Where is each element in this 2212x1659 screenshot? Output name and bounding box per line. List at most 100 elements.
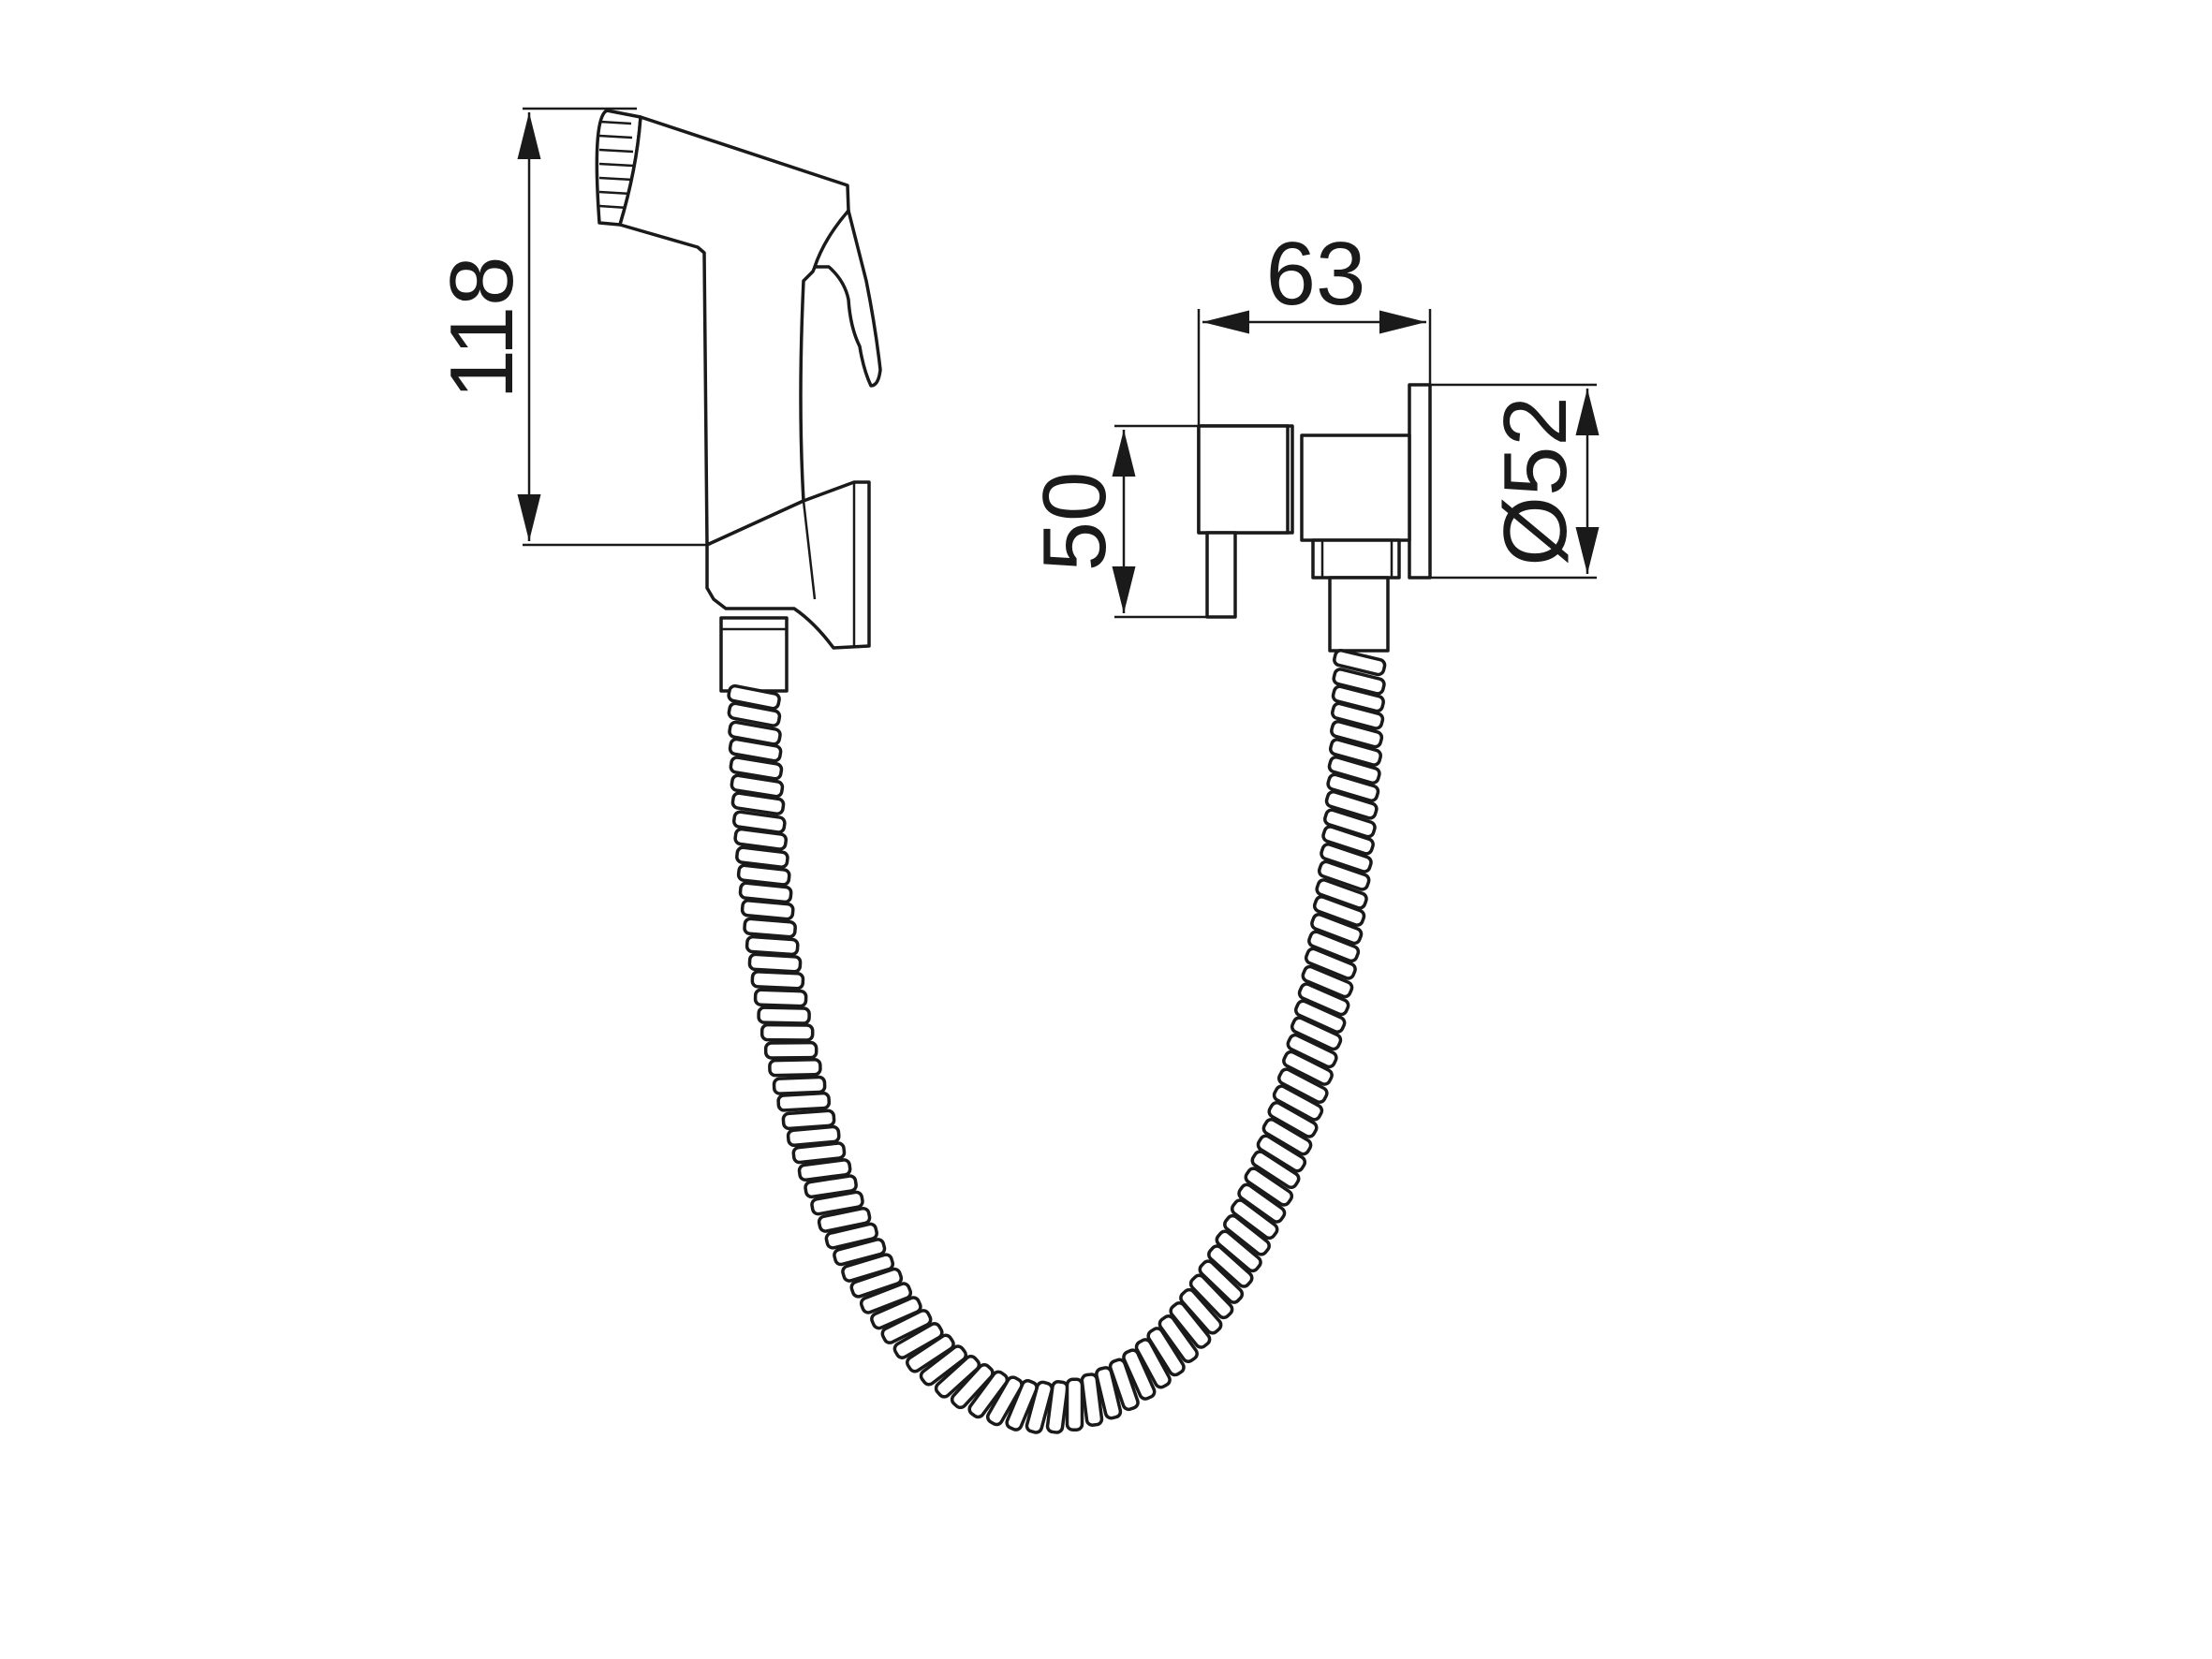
hose-coil-68 <box>1261 1118 1313 1156</box>
hose-coil-23 <box>776 1091 832 1112</box>
hose-coil-11 <box>738 881 793 904</box>
nozzle-ribs <box>598 120 634 210</box>
hose-coil-54 <box>1146 1327 1186 1377</box>
valve-body <box>1300 433 1411 542</box>
hose-coil-81 <box>1312 895 1366 927</box>
hose-coil-56 <box>1169 1301 1212 1349</box>
hose-coil-13 <box>743 917 797 939</box>
hose-coil-65 <box>1244 1167 1294 1207</box>
hose-connector-right <box>1328 576 1390 653</box>
dimension-118: 118 <box>432 107 707 547</box>
hose-coil-46 <box>1025 1380 1054 1434</box>
dimension-label-50: 50 <box>1025 472 1125 572</box>
hose-coil-93 <box>1331 684 1385 713</box>
hose-coil-26 <box>791 1141 847 1165</box>
hose-coil-22 <box>772 1075 827 1095</box>
hose-coil-7 <box>731 810 787 834</box>
hose-coil-40 <box>919 1344 968 1387</box>
hose-coil-33 <box>841 1253 895 1283</box>
dimension-50: 50 <box>1025 424 1207 619</box>
hose-coil-32 <box>833 1238 887 1267</box>
hose-coil-30 <box>817 1206 872 1233</box>
hose-coil-9 <box>735 845 789 869</box>
hose-coil-14 <box>745 934 800 957</box>
hose-coil-10 <box>736 863 791 887</box>
hose-coil-19 <box>759 1022 815 1042</box>
hose-coil-39 <box>906 1333 955 1373</box>
hose-coil-16 <box>750 970 805 991</box>
hose-coil-45 <box>1005 1379 1039 1431</box>
hose-coil-35 <box>859 1282 913 1314</box>
hose-coil-51 <box>1108 1358 1140 1412</box>
hose-coil-8 <box>733 827 789 851</box>
wall-holder <box>705 480 871 650</box>
dimension-diameter-52: Ø52 <box>1430 383 1600 580</box>
hose-coil-69 <box>1267 1101 1319 1138</box>
hose-coil-57 <box>1179 1287 1223 1335</box>
hose-coil-64 <box>1237 1182 1287 1224</box>
hose-coil-20 <box>763 1040 818 1060</box>
hose-coil-21 <box>768 1057 822 1078</box>
valve-knob-cap <box>1197 424 1290 535</box>
hose-coil-25 <box>786 1124 841 1148</box>
hose-coil-48 <box>1065 1377 1084 1431</box>
hose-coil-89 <box>1327 756 1381 785</box>
hose-coil-44 <box>985 1375 1024 1427</box>
hose-coil-60 <box>1207 1244 1254 1288</box>
hose-coil-82 <box>1315 878 1368 910</box>
hose-coil-83 <box>1317 859 1371 891</box>
hose-coil-24 <box>781 1108 836 1131</box>
hose-coil-84 <box>1320 843 1373 874</box>
hose-coil-0 <box>727 683 781 711</box>
hose-coil-34 <box>849 1267 904 1299</box>
hose-coil-47 <box>1045 1380 1069 1434</box>
hose-coil-55 <box>1158 1314 1199 1363</box>
hose-coil-90 <box>1328 738 1383 767</box>
hose-coil-91 <box>1330 720 1384 749</box>
hose-coil-95 <box>1333 649 1387 677</box>
hose-coil-67 <box>1256 1134 1307 1173</box>
hose-coil-31 <box>824 1222 878 1250</box>
hose-coil-66 <box>1250 1150 1301 1190</box>
dimension-63: 63 <box>1197 224 1432 426</box>
hose-coil-94 <box>1332 668 1386 696</box>
hose-coil-43 <box>967 1370 1010 1419</box>
hose-coil-12 <box>740 899 795 921</box>
hose-coil-77 <box>1301 964 1354 999</box>
hose-coil-36 <box>870 1296 922 1330</box>
valve-outlet <box>1311 538 1401 580</box>
hose-coil-87 <box>1324 789 1379 820</box>
hose-coil-53 <box>1134 1338 1172 1389</box>
hose-coil-59 <box>1198 1259 1245 1304</box>
trigger-lever <box>813 209 882 388</box>
hose-coil-50 <box>1095 1366 1123 1420</box>
hose-coil-18 <box>757 1006 811 1025</box>
hose-coil-49 <box>1080 1373 1104 1427</box>
hose-coil-86 <box>1323 808 1377 839</box>
hose-coil-52 <box>1122 1348 1157 1401</box>
hose-coil-27 <box>797 1158 852 1182</box>
hose-coil-74 <box>1290 1016 1343 1051</box>
hose-coil-62 <box>1223 1213 1271 1256</box>
hose-coil-88 <box>1326 772 1380 802</box>
hose-coil-1 <box>727 701 782 727</box>
hose-coil-42 <box>950 1363 995 1410</box>
hose-coil-38 <box>892 1322 944 1359</box>
handset-body <box>618 115 850 547</box>
wall-flange <box>1408 383 1432 580</box>
hose-coil-3 <box>728 737 783 763</box>
dimension-label-63: 63 <box>1266 224 1366 324</box>
hose-coil-6 <box>730 791 786 815</box>
hose-coil-28 <box>804 1174 858 1199</box>
hose-coil-75 <box>1293 999 1347 1034</box>
hose-coil-63 <box>1230 1198 1279 1241</box>
dimension-label-diameter-52: Ø52 <box>1485 396 1585 565</box>
hose-coil-41 <box>934 1354 981 1399</box>
hose-coil-37 <box>880 1309 933 1344</box>
hose-coil-15 <box>747 952 803 974</box>
hose-coil-58 <box>1188 1273 1234 1320</box>
hose-coil-71 <box>1277 1067 1329 1104</box>
valve-stem <box>1205 531 1237 619</box>
wall-valve <box>1197 383 1432 653</box>
